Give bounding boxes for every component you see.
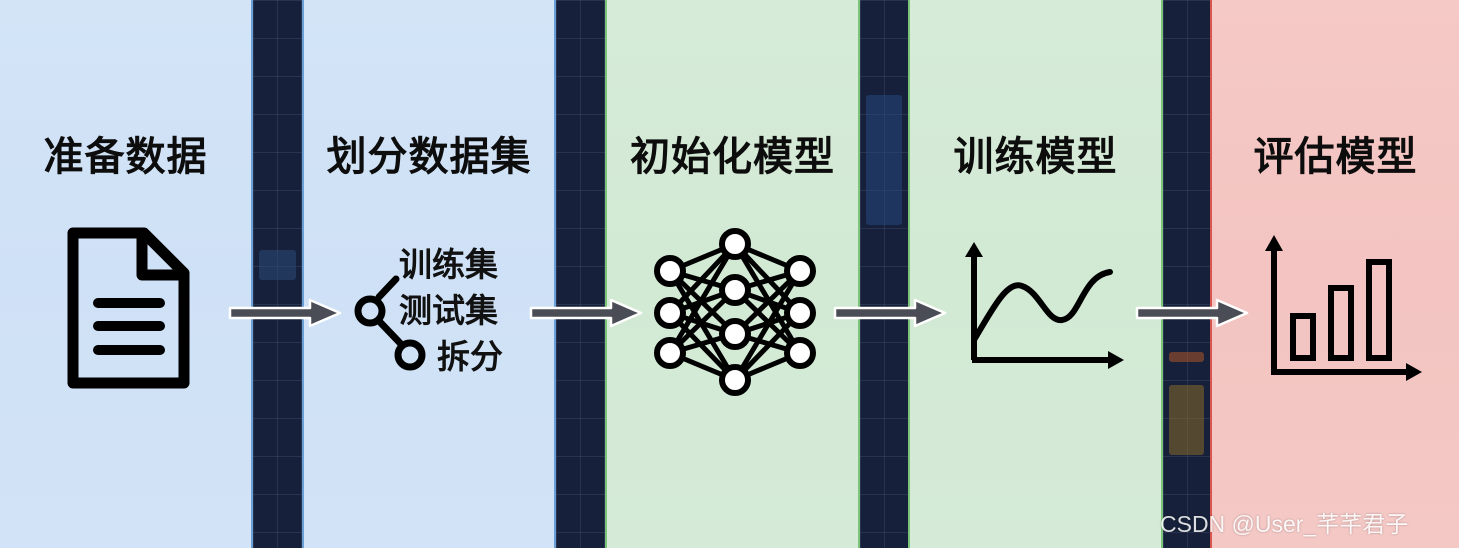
separator-strip xyxy=(556,0,605,548)
step-title: 划分数据集 xyxy=(326,134,532,180)
arrow-icon xyxy=(228,298,342,328)
step-split-dataset: 划分数据集 训练集 测试集 拆分 xyxy=(302,0,556,548)
train-set-label: 训练集 xyxy=(399,245,498,284)
split-label: 拆分 xyxy=(437,337,503,376)
arrow-icon xyxy=(1135,298,1249,328)
step-title: 训练模型 xyxy=(953,134,1118,180)
step-title: 准备数据 xyxy=(43,134,208,180)
line-chart-icon xyxy=(965,242,1124,369)
separator-strip xyxy=(860,0,908,548)
step-title: 初始化模型 xyxy=(630,134,835,180)
arrow-icon xyxy=(529,298,643,328)
document-icon xyxy=(67,227,190,389)
split-labels: 训练集 测试集 拆分 xyxy=(399,242,503,380)
bar-chart-icon xyxy=(1265,235,1422,381)
test-set-label: 测试集 xyxy=(399,291,498,330)
step-prepare-data: 准备数据 xyxy=(0,0,253,548)
arrow-icon xyxy=(833,298,947,328)
neural-network-icon xyxy=(654,228,816,396)
step-train-model: 训练模型 xyxy=(908,0,1163,548)
step-init-model: 初始化模型 xyxy=(605,0,860,548)
watermark: CSDN @User_芊芊君子 xyxy=(1160,511,1409,537)
separator-strip xyxy=(253,0,302,548)
branch-split-icon xyxy=(354,275,426,371)
separator-strip xyxy=(1163,0,1210,548)
step-evaluate-model: 评估模型 xyxy=(1210,0,1459,548)
step-title: 评估模型 xyxy=(1253,134,1418,180)
